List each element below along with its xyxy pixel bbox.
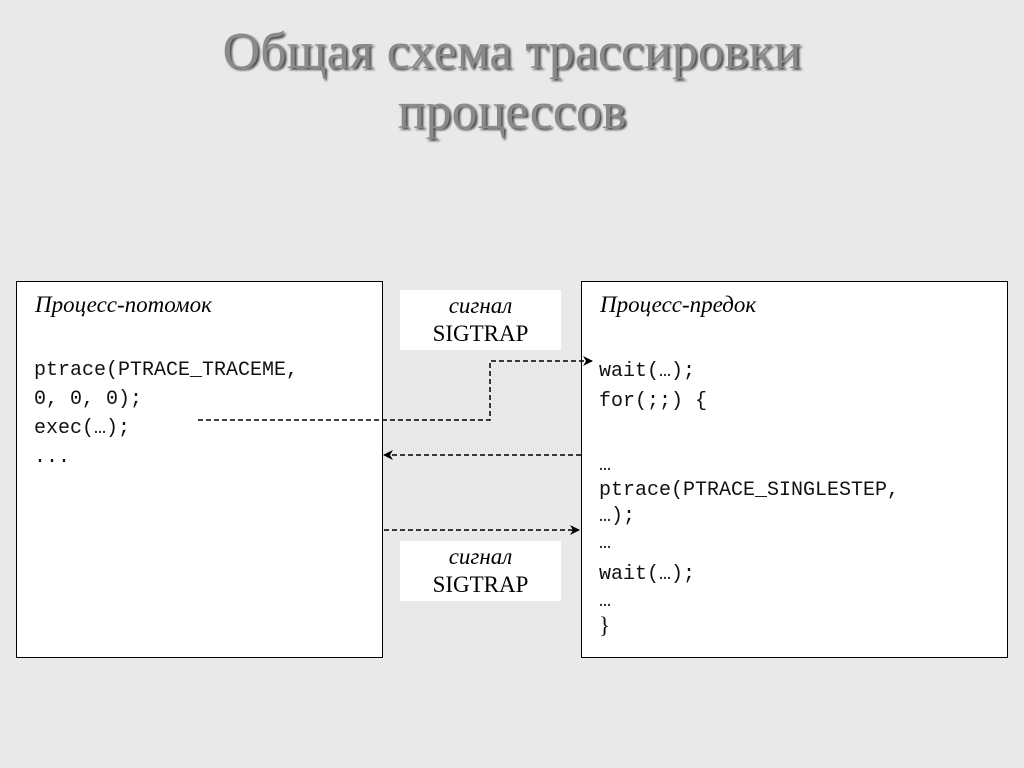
parent-code-line: for(;;) { [599,390,708,413]
parent-process-title: Процесс-предок [600,292,757,317]
parent-code-line: … [599,532,612,555]
signal-word: сигнал [448,544,513,569]
parent-code-line: … [599,454,612,477]
signal-label-bottom: сигнал SIGTRAP [400,541,561,601]
parent-code-line: …); [599,505,636,528]
parent-code-line: wait(…); [599,360,696,383]
child-code-line: ... [34,446,71,469]
child-code-line: ptrace(PTRACE_TRACEME, [34,359,299,382]
signal-word: сигнал [448,293,513,318]
signal-name: SIGTRAP [432,321,529,346]
parent-code-line: wait(…); [599,563,696,586]
parent-code-line: … [599,590,612,613]
signal-name: SIGTRAP [432,572,529,597]
parent-process-box: Процесс-предок wait(…); for(;;) { … ptra… [581,281,1008,658]
parent-code-line: } [599,613,611,638]
parent-code-line: ptrace(PTRACE_SINGLESTEP, [599,479,900,502]
child-process-box: Процесс-потомок ptrace(PTRACE_TRACEME, 0… [16,281,383,658]
arrow-child-to-parent-sigtrap [198,356,593,421]
child-process-title: Процесс-потомок [35,292,212,317]
child-code-line: 0, 0, 0); [34,388,143,411]
title-line-2: процессов [397,83,627,140]
child-code-line: exec(…); [34,417,131,440]
page-title: Общая схема трассировки процессов [0,22,1024,142]
title-line-1: Общая схема трассировки [222,23,802,80]
signal-label-top: сигнал SIGTRAP [400,290,561,350]
